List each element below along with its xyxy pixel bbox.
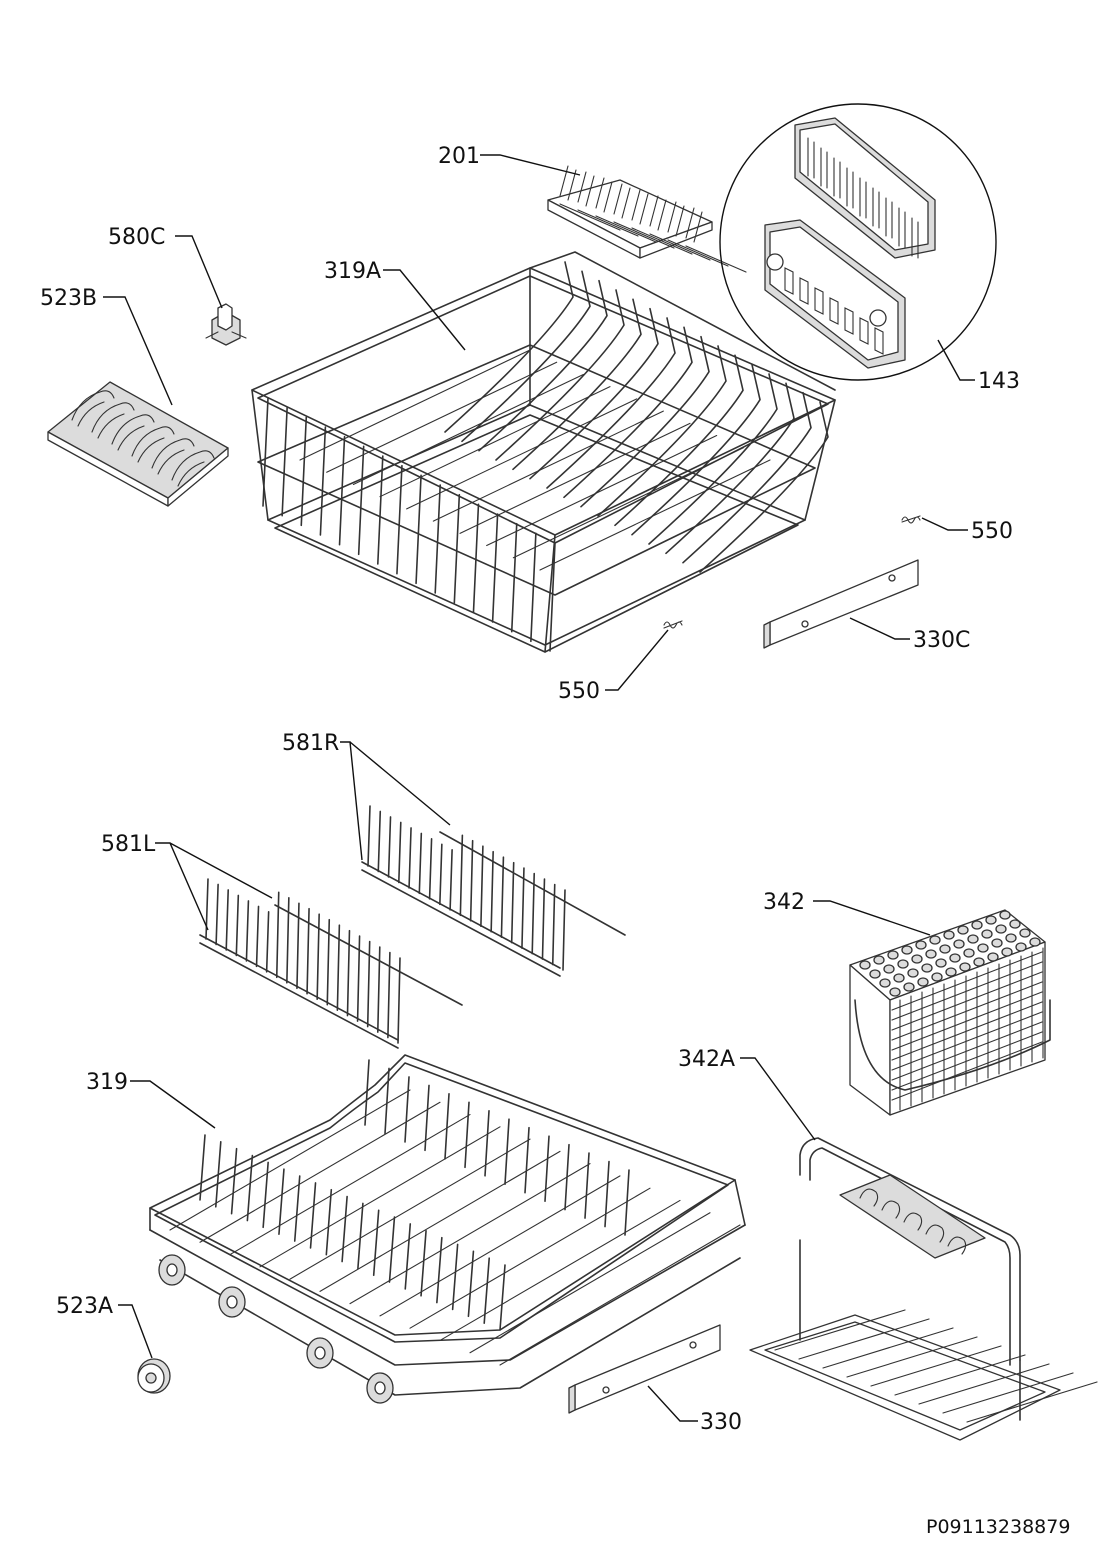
label-550-upper: 550	[971, 519, 1013, 544]
part-523a-wheel	[137, 1358, 171, 1394]
part-523b-folding-tray	[47, 381, 229, 507]
part-342a-cutlery-holder	[749, 1137, 1098, 1441]
label-580c: 580C	[108, 225, 165, 250]
label-201: 201	[438, 144, 480, 169]
part-319a-upper-basket	[251, 251, 836, 653]
part-201-tine-insert	[547, 165, 747, 273]
leader-lines	[103, 154, 975, 1422]
part-330-rail	[568, 1324, 721, 1414]
label-581r: 581R	[282, 731, 339, 756]
label-330: 330	[700, 1410, 742, 1435]
label-319a: 319A	[324, 259, 381, 284]
label-581l: 581L	[101, 832, 156, 857]
part-330c-rail	[763, 559, 919, 649]
label-342: 342	[763, 890, 805, 915]
label-143: 143	[978, 369, 1020, 394]
label-523a: 523A	[56, 1294, 113, 1319]
part-550-spring-a	[901, 515, 921, 524]
part-319-lower-basket	[149, 1054, 746, 1404]
part-581l-folding-rack	[199, 878, 463, 1049]
label-342a: 342A	[678, 1047, 735, 1072]
part-580c-clip	[205, 303, 247, 346]
part-550-spring-b	[663, 620, 683, 629]
label-330c: 330C	[913, 628, 970, 653]
callout-labels: 201 580C 319A 523B 143 550 330C 550 581R…	[40, 144, 1070, 1538]
part-342-cutlery-basket	[849, 909, 1051, 1116]
label-550-lower: 550	[558, 679, 600, 704]
label-319: 319	[86, 1070, 128, 1095]
label-523b: 523B	[40, 286, 97, 311]
part-581r-folding-rack	[361, 805, 626, 977]
drawing-code: P09113238879	[926, 1516, 1070, 1538]
part-143-detail-view	[719, 103, 997, 381]
